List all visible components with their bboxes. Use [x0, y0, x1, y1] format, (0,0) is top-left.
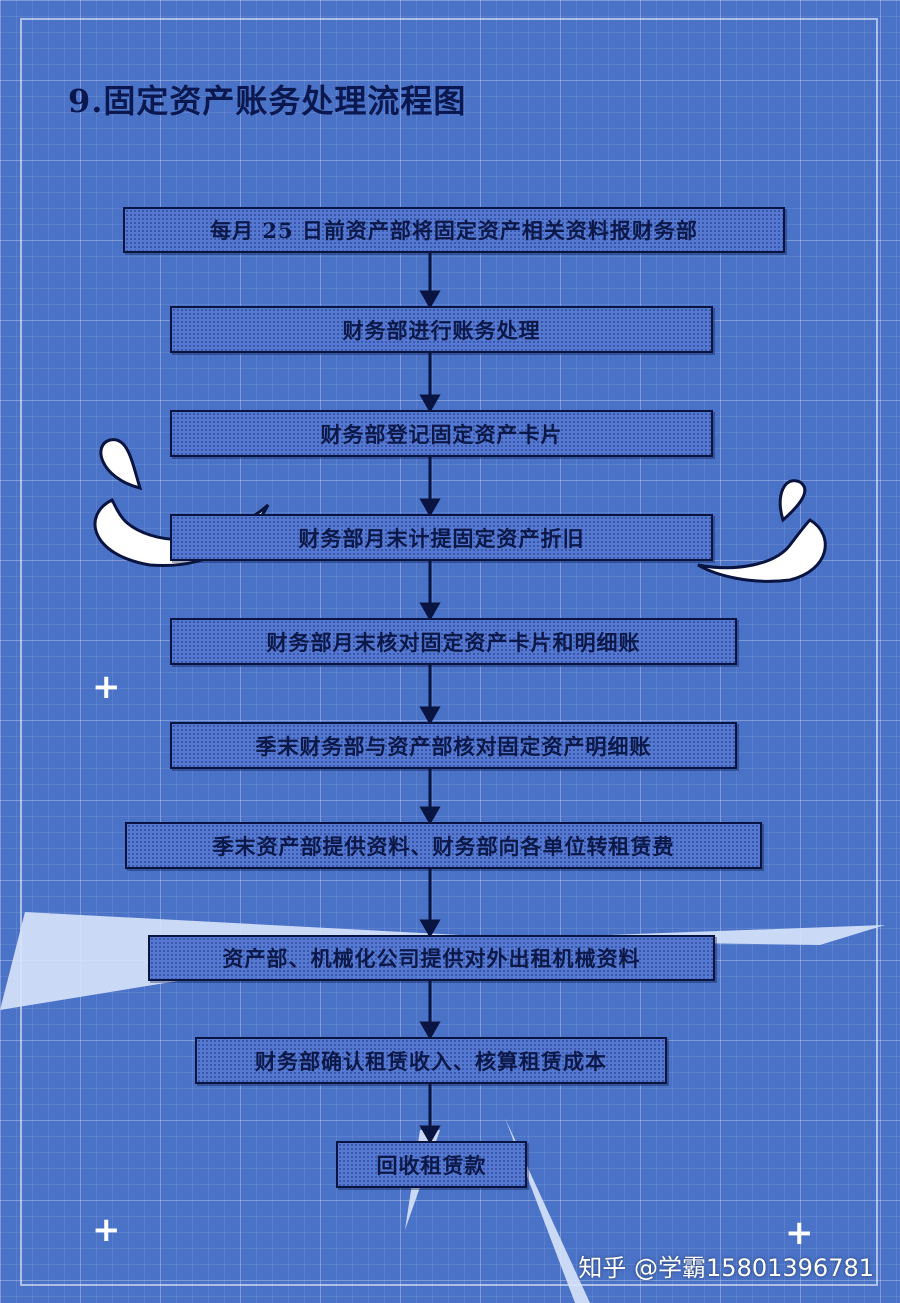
step-9-box: 财务部确认租赁收入、核算租赁成本	[195, 1037, 667, 1084]
watermark: 知乎 @学霸15801396781	[578, 1254, 874, 1282]
plus-decoration-icon: +	[92, 1210, 121, 1250]
step-7-box: 季末资产部提供资料、财务部向各单位转租赁费	[125, 822, 762, 869]
step-6-box: 季末财务部与资产部核对固定资产明细账	[170, 722, 737, 769]
step-3-box: 财务部登记固定资产卡片	[170, 410, 713, 457]
step-4-box: 财务部月末计提固定资产折旧	[170, 514, 713, 561]
page-title: 9.固定资产账务处理流程图	[68, 82, 467, 120]
step-10-text: 回收租赁款	[376, 1152, 487, 1178]
step-6-text: 季末财务部与资产部核对固定资产明细账	[255, 733, 652, 759]
step-10-box: 回收租赁款	[336, 1141, 527, 1188]
plus-decoration-icon: +	[92, 667, 121, 707]
step-7-text: 季末资产部提供资料、财务部向各单位转租赁费	[212, 833, 675, 859]
step-5-box: 财务部月末核对固定资产卡片和明细账	[170, 618, 737, 665]
step-8-text: 资产部、机械化公司提供对外出租机械资料	[222, 946, 641, 971]
plus-decoration-icon: +	[785, 1213, 814, 1253]
step-1-box: 每月 25 日前资产部将固定资产相关资料报财务部	[123, 207, 785, 253]
step-5-text: 财务部月末核对固定资产卡片和明细账	[266, 629, 641, 655]
step-8-box: 资产部、机械化公司提供对外出租机械资料	[148, 935, 715, 981]
step-2-text: 财务部进行账务处理	[342, 317, 541, 343]
step-1-text: 每月 25 日前资产部将固定资产相关资料报财务部	[210, 218, 698, 243]
step-3-text: 财务部登记固定资产卡片	[320, 421, 563, 447]
step-2-box: 财务部进行账务处理	[170, 306, 713, 353]
step-4-text: 财务部月末计提固定资产折旧	[298, 525, 585, 551]
step-9-text: 财务部确认租赁收入、核算租赁成本	[255, 1048, 607, 1074]
page-frame	[20, 18, 878, 1286]
